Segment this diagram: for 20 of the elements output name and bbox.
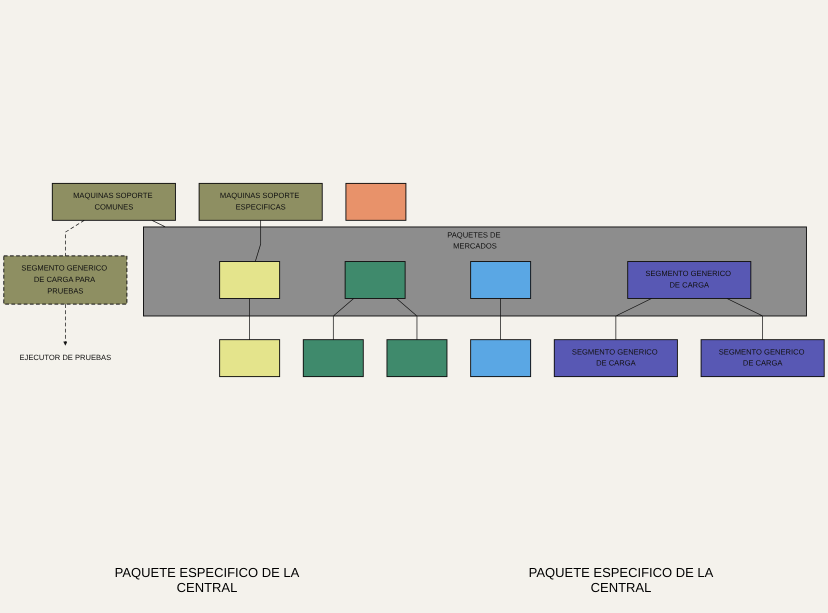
bracket-caption: PAQUETE ESPECIFICO DE LA CENTRAL bbox=[528, 565, 714, 595]
connector bbox=[65, 220, 85, 256]
connector bbox=[396, 298, 418, 340]
connector bbox=[254, 220, 262, 262]
bracket-caption: PAQUETE ESPECIFICO DE LA CENTRAL bbox=[114, 565, 300, 595]
connector bbox=[332, 298, 354, 340]
node-box bbox=[470, 339, 532, 378]
connector bbox=[152, 220, 166, 228]
node-box bbox=[344, 261, 406, 299]
arrow bbox=[63, 304, 68, 346]
node-box bbox=[219, 261, 280, 299]
node-box bbox=[386, 339, 448, 378]
node-box bbox=[219, 339, 280, 378]
connector bbox=[726, 298, 763, 340]
connector bbox=[249, 298, 250, 340]
connector bbox=[500, 298, 501, 340]
node-box bbox=[470, 261, 532, 299]
node-box bbox=[345, 182, 406, 221]
node-box bbox=[302, 339, 364, 378]
connector bbox=[616, 298, 652, 340]
